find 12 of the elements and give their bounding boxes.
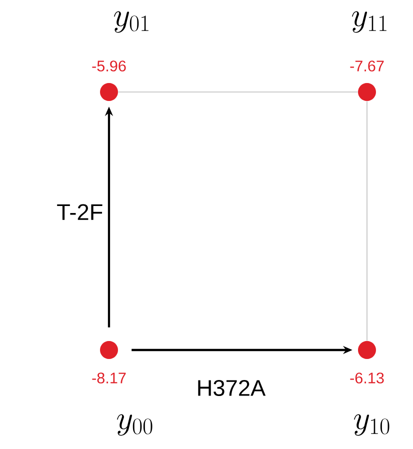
edge-label: T-2F [55,202,105,222]
node-title: $y_{11}$ [352,11,386,33]
line [366,101,368,341]
line [118,91,358,93]
edge-label: H372A [195,378,267,398]
node-title: $y_{10}$ [354,414,390,436]
value-label: -5.96 [92,60,126,72]
node-title: $y_{01}$ [114,11,148,33]
value-label: -6.13 [350,372,384,384]
value-label: -7.67 [350,60,384,72]
node-title: $y_{00}$ [117,414,152,436]
value-label: -8.17 [92,372,126,384]
